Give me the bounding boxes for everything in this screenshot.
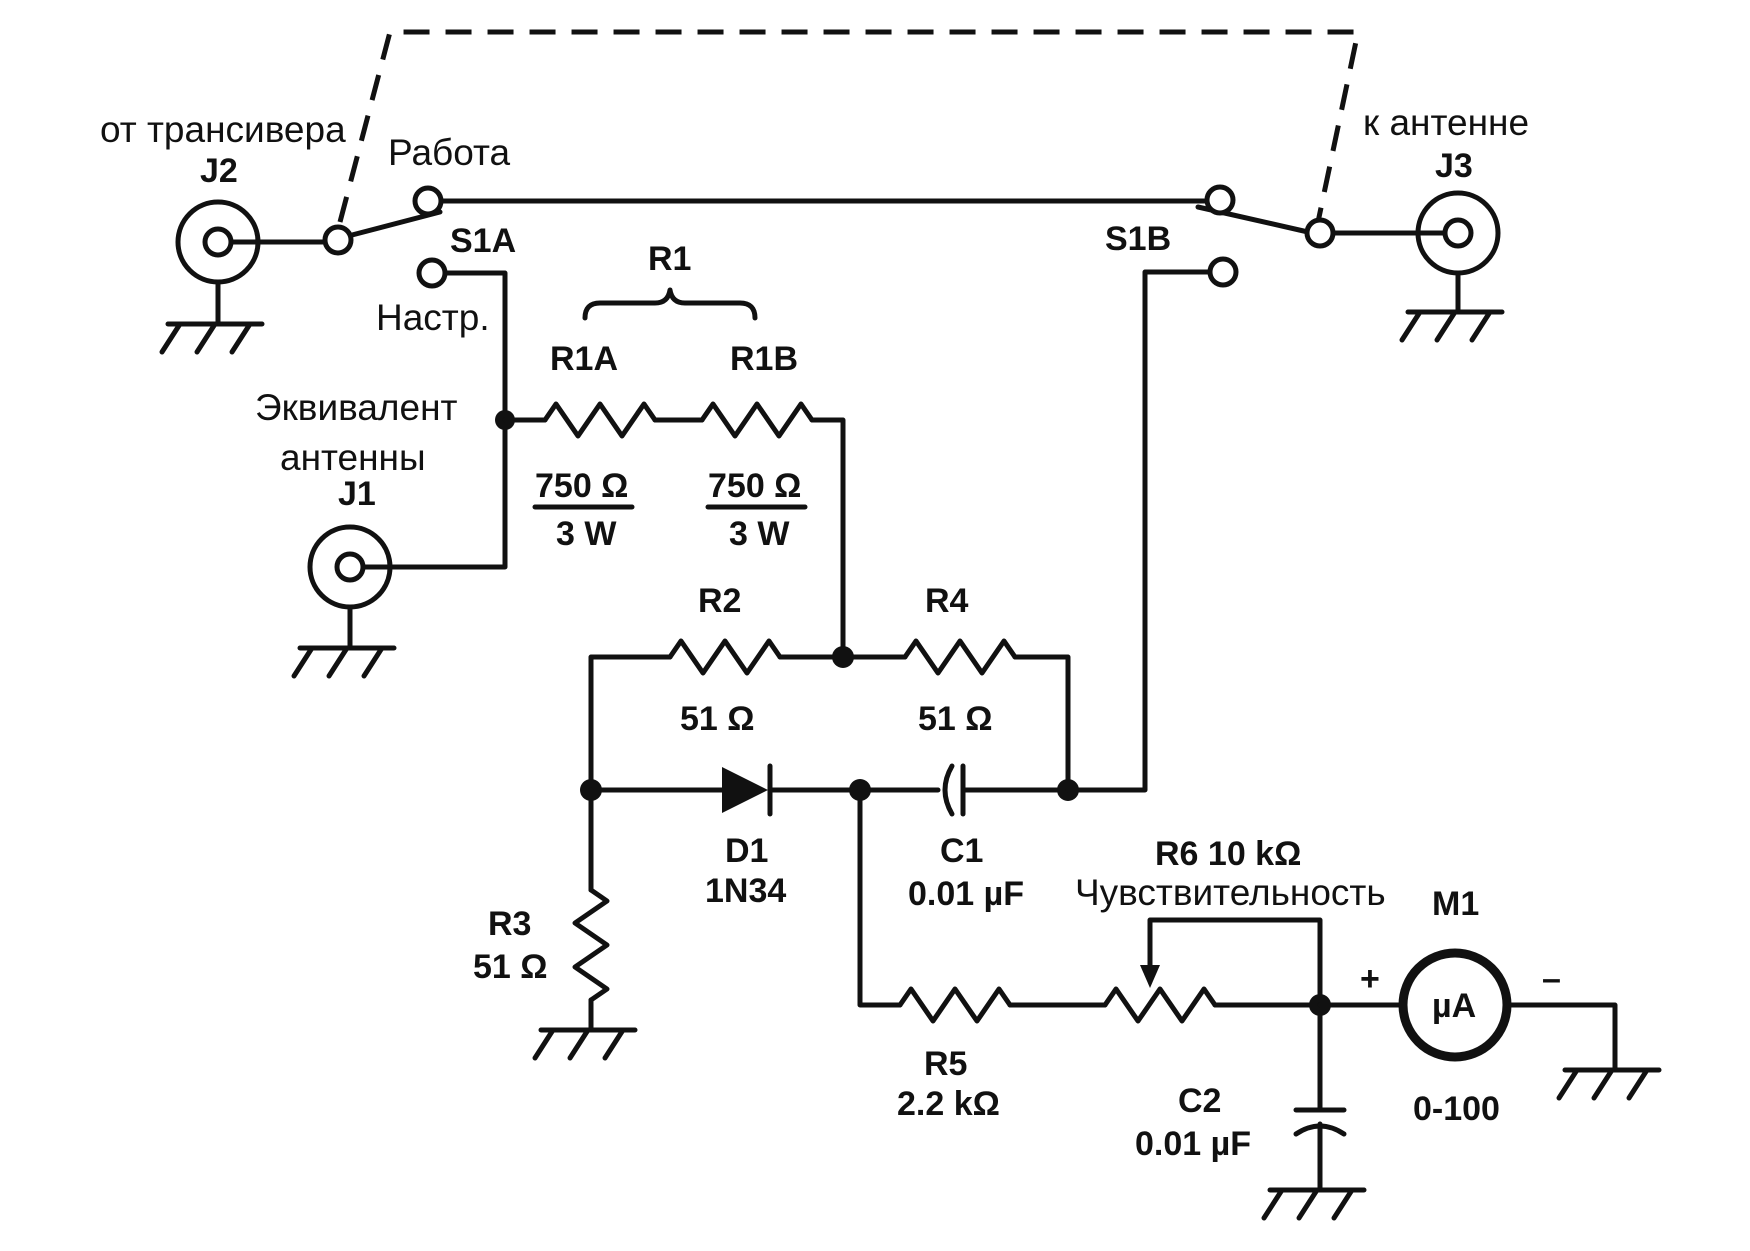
meter-m1-symbol: µA [1432, 987, 1476, 1025]
value-r3: 51 Ω [473, 948, 548, 986]
resistor-r4 [902, 638, 1018, 676]
label-dummy-load-line2: антенны [280, 437, 426, 478]
label-r1: R1 [648, 240, 691, 278]
label-r4: R4 [925, 582, 969, 620]
label-r1b: R1B [730, 340, 798, 378]
value-r5: 2.2 kΩ [897, 1085, 1000, 1123]
power-r1b: 3 W [729, 515, 790, 553]
label-sensitivity: Чувствительность [1075, 872, 1386, 913]
wire-r4-right-rail [1012, 654, 1071, 793]
power-r1a: 3 W [556, 515, 617, 553]
wire-right-rail-s1b [1065, 269, 1213, 793]
value-c2: 0.01 µF [1135, 1125, 1251, 1163]
switch-s1b [1195, 184, 1336, 288]
label-s1a: S1A [450, 222, 516, 260]
label-r3: R3 [488, 905, 531, 943]
label-r1a: R1A [550, 340, 618, 378]
label-j2: J2 [200, 152, 238, 190]
ground-symbol-r3 [532, 1027, 638, 1061]
potentiometer-r6 [1102, 986, 1218, 1024]
ground-symbol-meter [1556, 1067, 1662, 1101]
connector-j1 [291, 524, 397, 679]
diode-d1 [722, 763, 773, 817]
meter-m1-plus: + [1360, 960, 1380, 998]
wire-r1b-junction [809, 417, 846, 660]
resistor-r5 [897, 986, 1013, 1024]
value-r1b: 750 Ω [708, 467, 801, 505]
wire-junction-j1 [360, 417, 508, 570]
label-m1: M1 [1432, 885, 1479, 923]
resistor-r2 [667, 638, 783, 676]
label-c2: C2 [1178, 1082, 1221, 1120]
label-r6: R6 10 kΩ [1155, 835, 1301, 873]
potentiometer-r6-wiper [1140, 917, 1323, 1008]
brace-r1 [582, 287, 758, 321]
wire-left-rail-top [588, 654, 673, 793]
meter-m1-minus: – [1542, 960, 1561, 998]
ground-symbol-j2 [159, 321, 265, 355]
label-tune: Настр. [376, 297, 490, 338]
label-j1: J1 [338, 475, 376, 513]
connector-j2 [159, 199, 265, 355]
connector-j3 [1399, 190, 1505, 343]
label-dummy-load-line1: Эквивалент [255, 387, 458, 428]
value-c1: 0.01 µF [908, 875, 1024, 913]
wire-s1a-tune [442, 270, 508, 423]
ground-symbol-j3 [1399, 309, 1505, 343]
capacitor-c1 [942, 763, 966, 817]
value-r4: 51 Ω [918, 700, 993, 738]
ground-symbol-c2 [1261, 1187, 1367, 1221]
value-r1a: 750 Ω [535, 467, 628, 505]
label-d1: D1 [725, 832, 768, 870]
label-from-transceiver: от трансивера [100, 109, 346, 150]
label-c1: C1 [940, 832, 983, 870]
label-work: Работа [388, 132, 511, 173]
label-to-antenna: к антенне [1363, 102, 1529, 143]
wire-meter-ground [1504, 1002, 1618, 1073]
value-r2: 51 Ω [680, 700, 755, 738]
meter-m1-range: 0-100 [1413, 1090, 1500, 1128]
resistor-r3 [572, 887, 610, 1003]
ground-symbol-j1 [291, 645, 397, 679]
resistor-r1b [699, 401, 815, 439]
resistor-r1a [542, 401, 658, 439]
part-d1: 1N34 [705, 872, 786, 910]
switch-mechanical-link [337, 29, 1362, 223]
label-r5: R5 [924, 1045, 967, 1083]
label-j3: J3 [1435, 147, 1473, 185]
label-s1b: S1B [1105, 220, 1171, 258]
wire-d1-r5 [857, 787, 903, 1008]
label-r2: R2 [698, 582, 741, 620]
